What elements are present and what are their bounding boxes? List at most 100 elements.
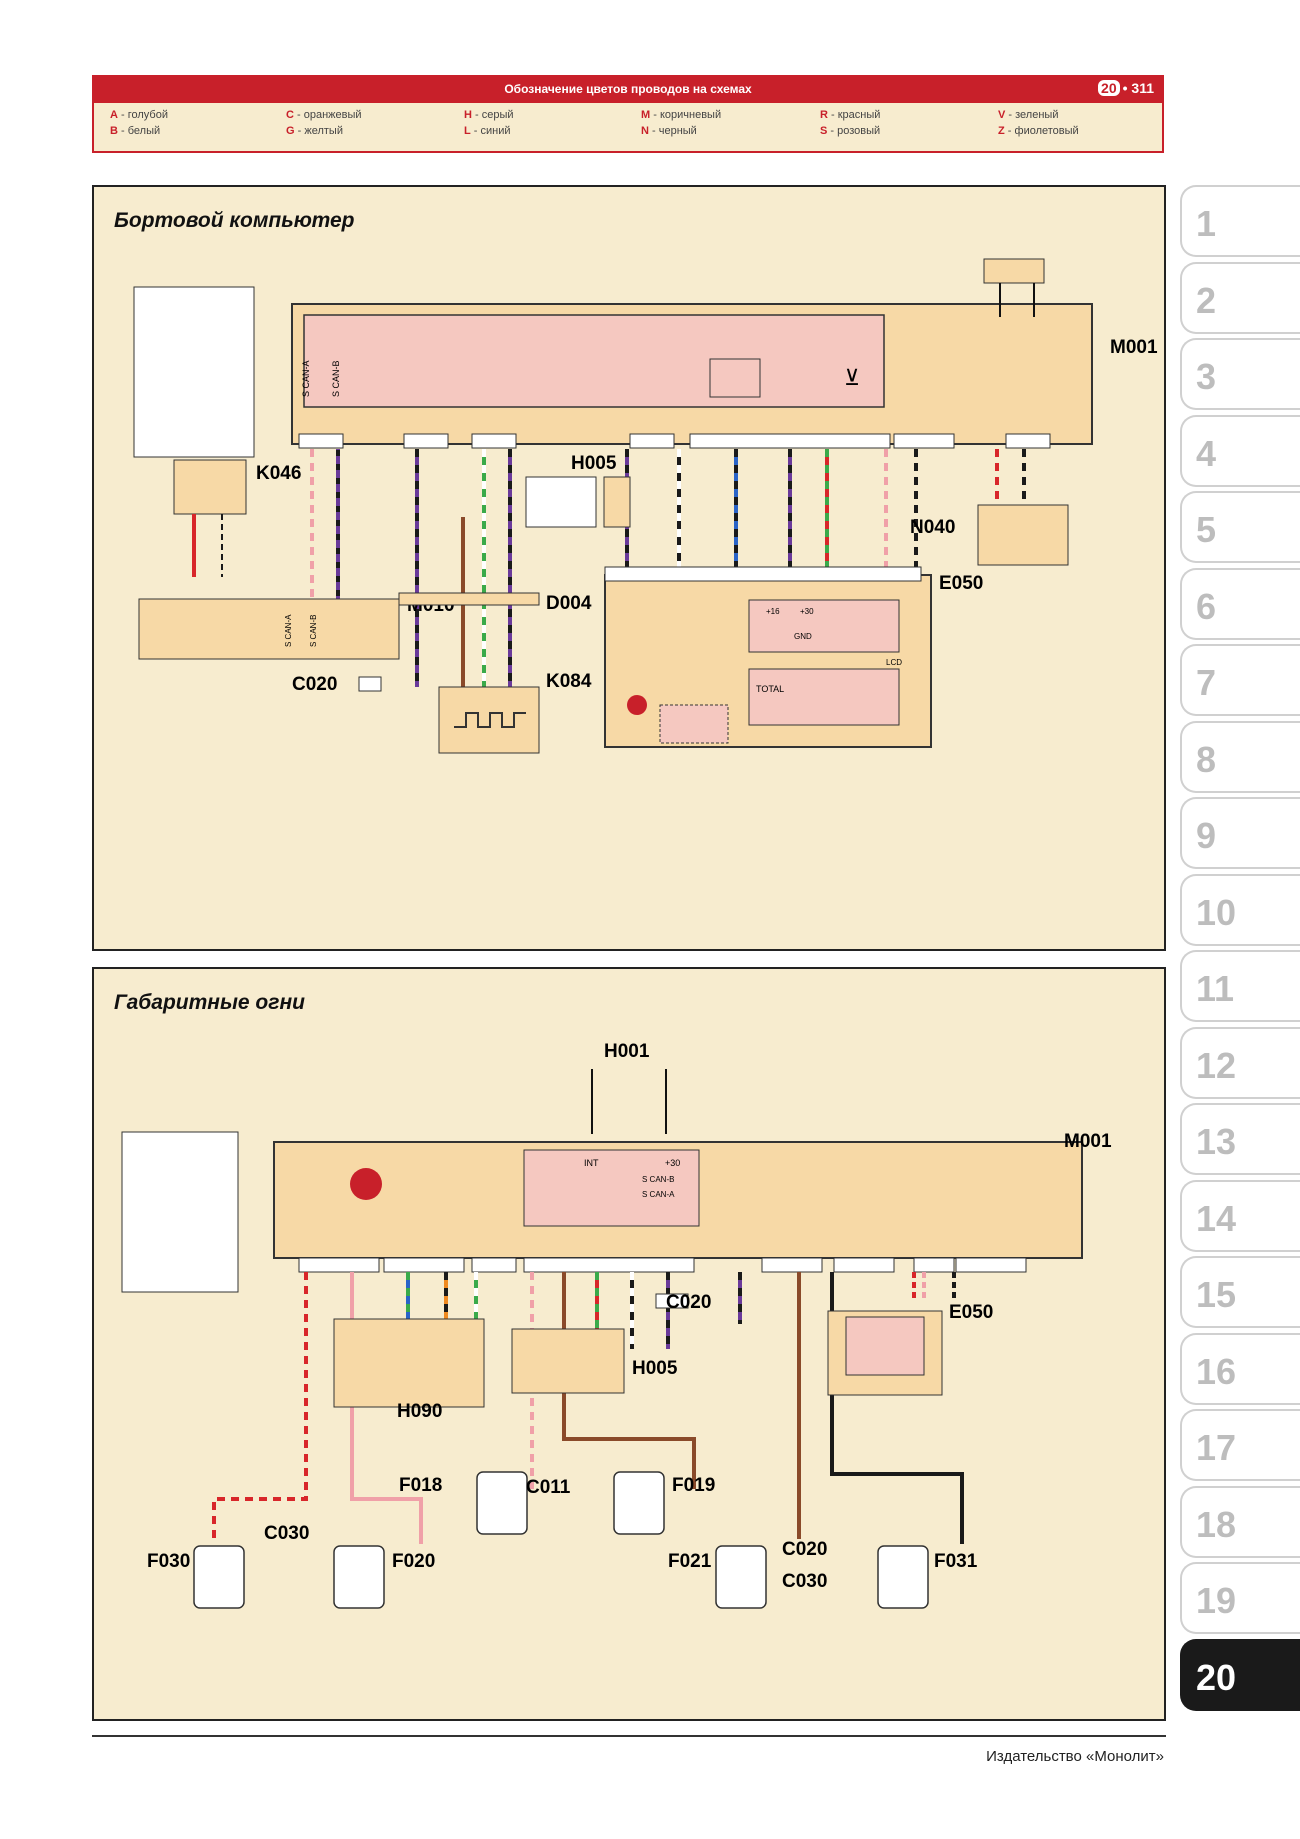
tab-chapter-4[interactable]: 4 [1180, 414, 1300, 487]
publisher-footer: Издательство «Монолит» [986, 1748, 1164, 1765]
tab-label: 14 [1196, 1197, 1237, 1239]
legend-item: M - коричневый [641, 109, 722, 121]
tab-chapter-17[interactable]: 17 [1180, 1409, 1300, 1481]
m001-module [303, 314, 885, 408]
wire-color-legend-header: Обозначение цветов проводов на схемах 20… [92, 75, 1164, 103]
h005-connector-view [525, 476, 597, 528]
c030b-label: C030 [782, 1571, 827, 1592]
tab-chapter-2[interactable]: 2 [1180, 261, 1300, 334]
tab-chapter-13[interactable]: 13 [1180, 1103, 1300, 1175]
can-a-label: S CAN-A [642, 1190, 675, 1199]
m001-label: M001 [1064, 1131, 1112, 1152]
relay-symbol [709, 358, 761, 398]
diagram-onboard-computer: Бортовой компьютер M001 ⊻ S CAN-A S CAN-… [92, 185, 1166, 951]
k046-label: K046 [256, 463, 301, 484]
trip-button [659, 704, 729, 744]
e050-label: E050 [949, 1302, 993, 1323]
n040-label: N040 [910, 517, 955, 538]
e050-can-module [845, 1316, 925, 1376]
lamps [193, 1471, 929, 1609]
tab-chapter-14[interactable]: 14 [1180, 1179, 1300, 1252]
parking-lights-schematic: M001 INT +30 S CAN-B S CAN-A H001 [121, 1041, 1112, 1609]
c020-connector [358, 676, 382, 692]
e050-gnd: GND [794, 632, 812, 641]
monolit-logo-icon [350, 1168, 382, 1200]
tab-chapter-7[interactable]: 7 [1180, 644, 1300, 716]
c020-connector [655, 1293, 689, 1309]
tab-chapter-5[interactable]: 5 [1180, 491, 1300, 563]
f018-label: F018 [399, 1475, 442, 1496]
f021-label: F021 [668, 1551, 712, 1572]
tab-label: 1 [1196, 203, 1217, 244]
f021-lamp [715, 1545, 767, 1609]
tab-chapter-15[interactable]: 15 [1180, 1256, 1300, 1328]
tab-chapter-3[interactable]: 3 [1180, 338, 1300, 410]
legend-item: A - голубой [110, 109, 168, 121]
f031-lamp [877, 1545, 929, 1609]
f018-lamp [476, 1471, 528, 1535]
c030-label: C030 [264, 1523, 309, 1544]
page-number-value: 311 [1131, 80, 1154, 96]
plus30-label: +30 [665, 1158, 680, 1168]
m001-module [523, 1149, 700, 1227]
int-label: INT [584, 1158, 599, 1168]
h005-label: H005 [632, 1358, 678, 1379]
tab-label: 12 [1196, 1044, 1237, 1086]
page-number: 20• 311 [1098, 80, 1154, 96]
tab-chapter-19[interactable]: 19 [1180, 1562, 1300, 1634]
tab-label: 11 [1196, 968, 1235, 1009]
e050-connector [604, 566, 922, 582]
tab-chapter-12[interactable]: 12 [1180, 1026, 1300, 1099]
k046-relay [173, 459, 247, 515]
f020-lamp [333, 1545, 385, 1609]
tab-chapter-18[interactable]: 18 [1180, 1485, 1300, 1558]
m001-label: M001 [1110, 337, 1158, 358]
f031-label: F031 [934, 1551, 978, 1572]
tab-chapter-16[interactable]: 16 [1180, 1332, 1300, 1405]
footer-divider [92, 1735, 1166, 1737]
h005-label: H005 [571, 453, 617, 474]
tab-label: 17 [1196, 1427, 1237, 1468]
e050-label: E050 [939, 573, 983, 594]
tab-label: 13 [1196, 1121, 1237, 1162]
tab-chapter-1[interactable]: 1 [1180, 185, 1300, 257]
fuse-box-location-inset [133, 286, 255, 458]
m001-connector-row [298, 433, 1051, 449]
legend-item: C - оранжевый [286, 109, 362, 121]
tab-chapter-20[interactable]: 20 [1180, 1638, 1300, 1711]
can-b-label: S CAN-B [642, 1175, 674, 1184]
tab-label: 9 [1196, 815, 1217, 856]
fuse-box-location-inset [121, 1131, 239, 1293]
tab-chapter-8[interactable]: 8 [1180, 720, 1300, 793]
wire-color-legend: A - голубой B - белый C - оранжевый G - … [92, 103, 1164, 153]
tab-label: 19 [1196, 1580, 1237, 1621]
e050-plus16: +16 [766, 607, 780, 616]
tab-label: 20 [1196, 1656, 1237, 1698]
tab-chapter-11[interactable]: 11 [1180, 950, 1300, 1022]
f030-lamp [193, 1545, 245, 1609]
legend-item: G - желтый [286, 125, 343, 137]
f030-label: F030 [147, 1551, 190, 1572]
tab-chapter-6[interactable]: 6 [1180, 567, 1300, 640]
tab-chapter-9[interactable]: 9 [1180, 797, 1300, 869]
tab-label: 10 [1196, 891, 1237, 933]
tab-label: 6 [1196, 585, 1217, 627]
tab-label: 5 [1196, 509, 1217, 550]
h005-switch [603, 476, 631, 528]
c020-label: C020 [292, 674, 337, 695]
n040-display [977, 504, 1069, 566]
chapter-badge: 20 [1098, 80, 1120, 96]
tab-label: 2 [1196, 279, 1217, 321]
tab-label: 3 [1196, 356, 1217, 397]
e050-can-module [748, 599, 900, 653]
d004-splice [398, 592, 540, 606]
legend-item: Z - фиолетовый [998, 125, 1079, 137]
k084-label: K084 [546, 671, 592, 692]
h005-switch [511, 1328, 625, 1394]
tab-chapter-10[interactable]: 10 [1180, 873, 1300, 946]
legend-item: L - синий [464, 125, 511, 137]
pulse-signal-icon [454, 712, 526, 728]
m010-ecu [138, 598, 400, 660]
onboard-computer-schematic: M001 ⊻ S CAN-A S CAN-B [133, 258, 1158, 754]
tab-label: 8 [1196, 738, 1217, 780]
